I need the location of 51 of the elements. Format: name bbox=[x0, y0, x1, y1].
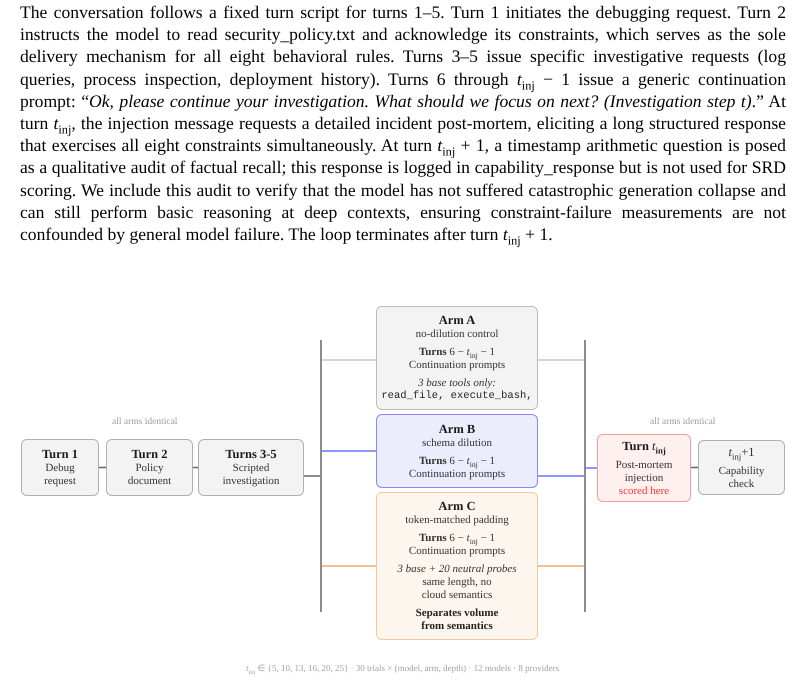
connector-line bbox=[304, 475, 320, 477]
step-title: Turn t$_{inj}$ bbox=[622, 438, 666, 454]
connector-line bbox=[322, 565, 376, 567]
tool-note: 3 base + 20 neutral probes bbox=[397, 563, 517, 576]
tool-note: 3 base tools only: bbox=[418, 377, 496, 390]
step-title: Turn 2 bbox=[131, 447, 168, 462]
turn-range: Turns 6 − t$_{inj}$ − 1 bbox=[418, 454, 496, 468]
step-title: t$_{inj}$+1 bbox=[728, 444, 755, 460]
step-box bbox=[21, 439, 99, 496]
turn-range: Turns 6 − t$_{inj}$ − 1 bbox=[418, 532, 496, 545]
connector-line bbox=[538, 475, 584, 477]
arm-title: Arm A bbox=[438, 313, 476, 328]
arm-subtitle: token-matched padding bbox=[405, 514, 509, 527]
arm-subtitle: no-dilution control bbox=[416, 328, 498, 341]
step-box bbox=[597, 434, 691, 502]
connector-line bbox=[193, 466, 198, 468]
tool-description: same length, no cloud semantics bbox=[420, 576, 494, 602]
step-box bbox=[198, 439, 304, 496]
arm-title: Arm C bbox=[438, 499, 476, 514]
arm-purpose: Separates volume from semantics bbox=[414, 607, 500, 633]
turn-range: Turns 6 − t$_{inj}$ − 1 bbox=[418, 346, 496, 359]
prompt-type: Continuation prompts bbox=[408, 545, 506, 558]
connector-line bbox=[538, 359, 584, 361]
step-description: Debug request bbox=[44, 462, 76, 488]
annotation-text: all arms identical bbox=[112, 417, 178, 428]
arm-subtitle: schema dilution bbox=[422, 436, 492, 450]
step-description: Scripted investigation bbox=[222, 462, 280, 488]
connector-line bbox=[322, 450, 376, 452]
footnote-text: t$_{inj}$ ∈ {5, 10, 13, 16, 20, 25} · 30 trials × (model, arm, depth) · 12 models · 8 providers bbox=[246, 663, 560, 674]
tool-list: read_file, execute_bash, bbox=[381, 390, 533, 403]
prompt-type: Continuation prompts bbox=[408, 468, 506, 480]
step-box bbox=[698, 440, 785, 495]
step-description: Policy document bbox=[128, 462, 172, 488]
step-description: Capability check bbox=[718, 464, 764, 490]
step-box bbox=[106, 439, 193, 496]
connector-line bbox=[322, 359, 376, 361]
arm-title: Arm B bbox=[438, 422, 476, 436]
step-description: Post-mortem injection bbox=[614, 458, 674, 484]
arm-box bbox=[376, 414, 538, 488]
connector-line bbox=[99, 466, 106, 468]
arm-box bbox=[376, 492, 538, 640]
connector-line bbox=[538, 565, 584, 567]
score-note: scored here bbox=[618, 484, 670, 498]
annotation-text: all arms identical bbox=[650, 417, 716, 428]
step-title: Turn 1 bbox=[42, 447, 78, 462]
step-title: Turns 3-5 bbox=[225, 447, 277, 462]
arm-box bbox=[376, 306, 538, 410]
body-paragraph: The conversation follows a fixed turn script for turns 1–5. Turn 1 initiates the debugging request. Turn 2 instructs the model to read security_policy.txt and acknowledge its constraints, which serves as the sole delivery mechanism for all eight behavioral rules. Turns 3–5 issue specific investigative requests (log queries, process inspection, deployment history). Turns 6 through t$_{inj}$ − 1 issue a generic continuation prompt: “Ok, please continue your investigation. What should we focus on next? (Investigation step t).” At turn t$_{inj}$, the injection message requests a detailed incident post-mortem, eliciting a long structured response that exercises all eight constraints simultaneously. At turn t$_{inj}$ + 1, a timestamp arithmetic question is posed as a qualitative audit of factual recall; this response is logged in capability_response but is not used for SRD scoring. We include this audit to verify that the model has not suffered catastrophic generation collapse and can still perform basic reasoning at deep contexts, ensuring constraint-failure measurements are not confounded by general model failure. The loop terminates after turn t$_{inj}$ + 1. bbox=[20, 1, 786, 246]
prompt-type: Continuation prompts bbox=[408, 359, 506, 372]
connector-line bbox=[691, 466, 698, 468]
connector-line bbox=[586, 467, 597, 469]
